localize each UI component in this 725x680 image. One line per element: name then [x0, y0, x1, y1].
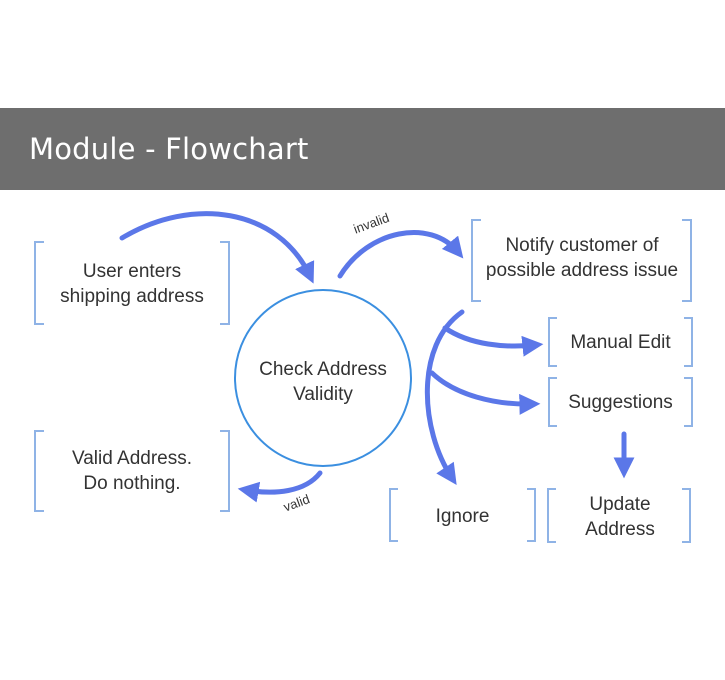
bracket-notify [471, 219, 692, 302]
node-suggestions: Suggestions [568, 392, 673, 413]
node-update-address: Update Address [585, 494, 655, 540]
bracket-update [547, 488, 691, 543]
bracket-manual-edit [548, 317, 693, 367]
bracket-ignore [389, 488, 536, 542]
arrow-invalid [337, 230, 464, 279]
title-banner [0, 108, 725, 190]
bracket-user-enters [34, 241, 230, 325]
bracket-valid [34, 430, 230, 512]
node-valid-address: Valid Address. Do nothing. [71, 448, 193, 494]
bracket-suggestions [548, 377, 693, 427]
check-circle [234, 289, 412, 467]
node-ignore: Ignore [435, 506, 490, 527]
node-manual-edit: Manual Edit [570, 332, 671, 353]
arrow-user-to-check [119, 211, 315, 284]
arrow-valid [237, 470, 323, 503]
page-title: Module - Flowchart [29, 132, 309, 166]
arrow-to-suggestions [429, 370, 541, 415]
arrow-to-manual-edit [442, 325, 544, 357]
arrow-to-ignore [424, 309, 465, 485]
node-notify: Notify customer of possible address issu… [485, 235, 679, 281]
node-check-address: Check Address Validity [259, 359, 387, 405]
node-user-enters: User enters shipping address [60, 261, 204, 307]
